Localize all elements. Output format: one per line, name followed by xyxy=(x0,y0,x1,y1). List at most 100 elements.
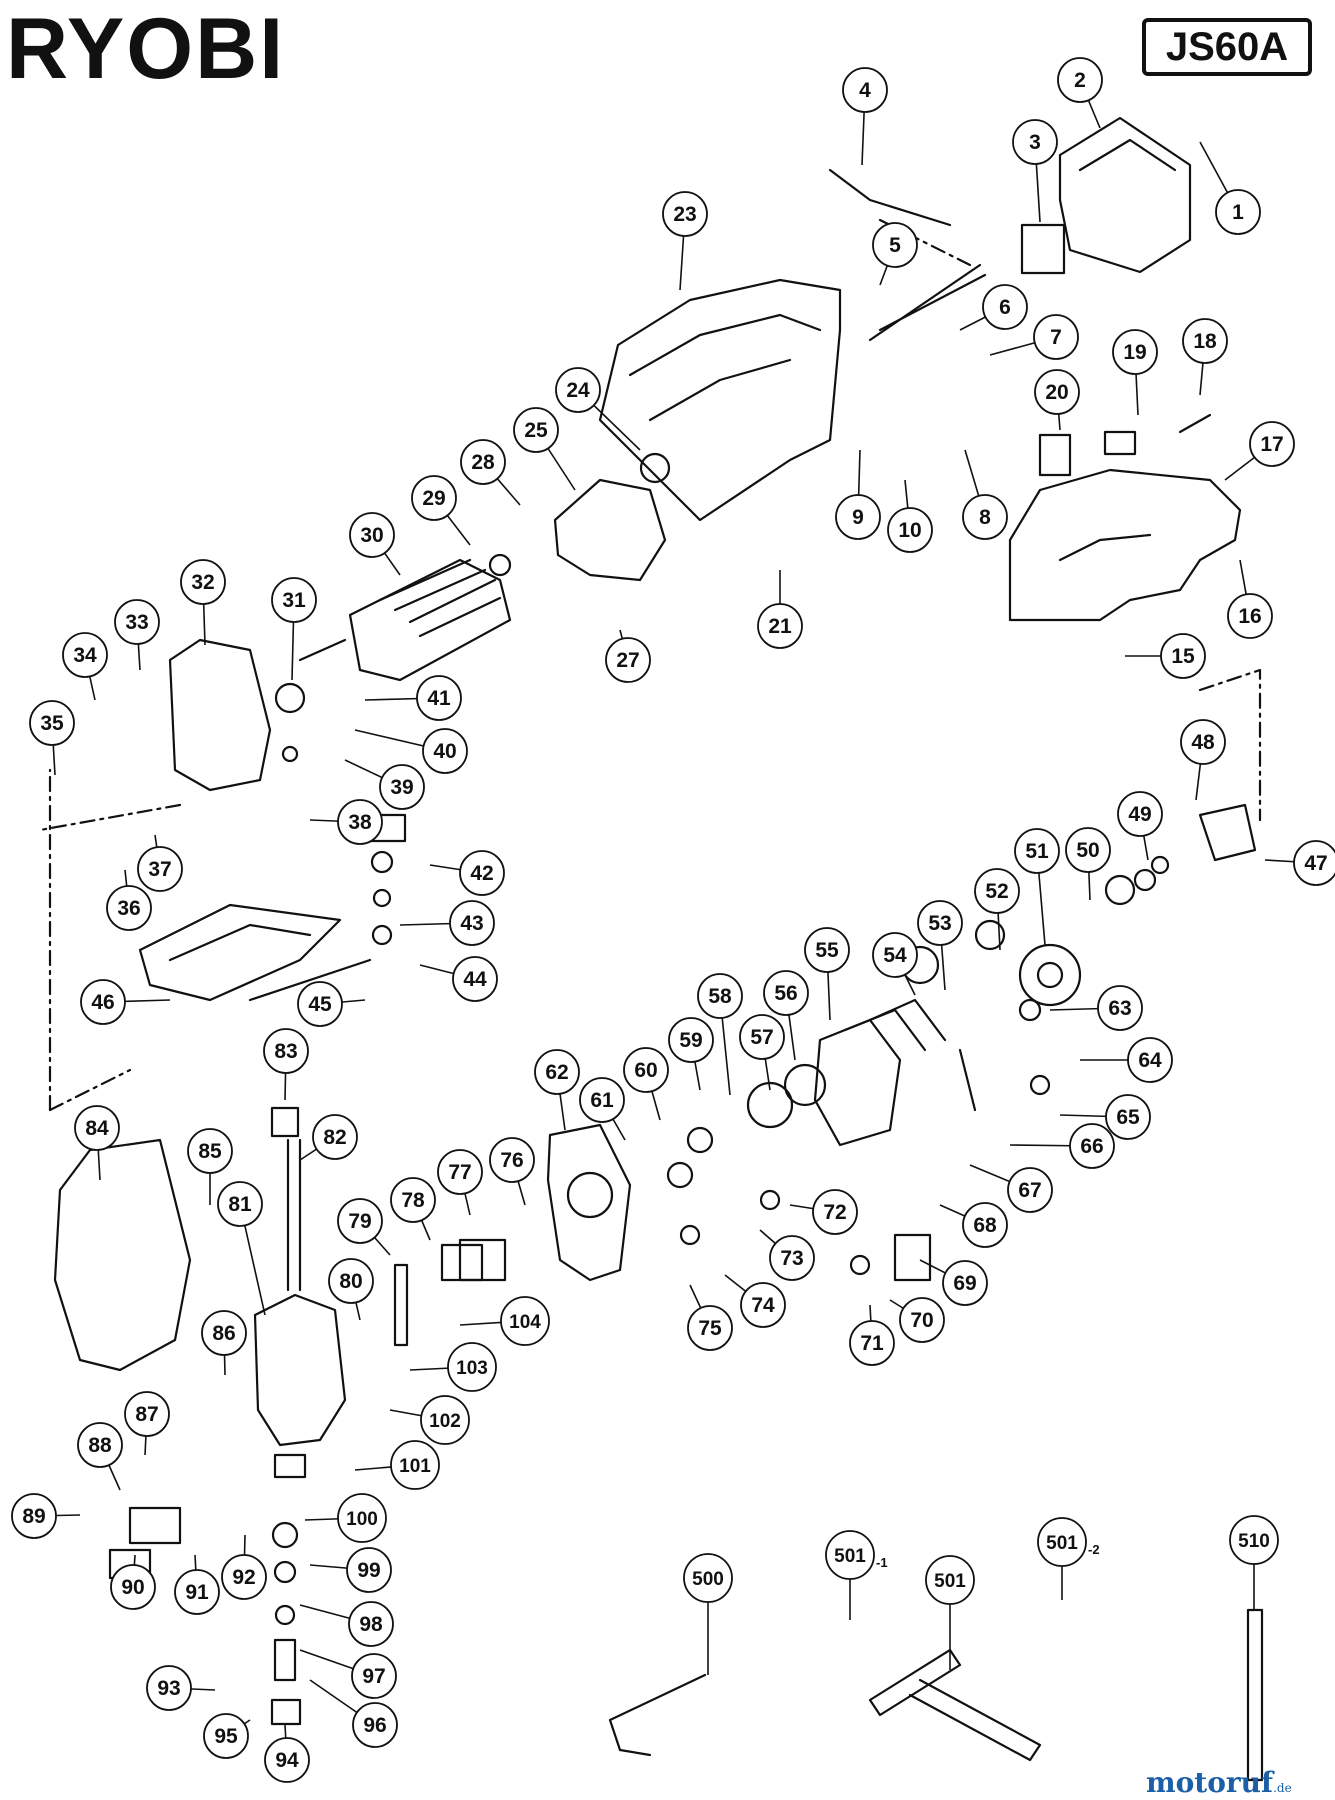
callout-circle xyxy=(739,1014,785,1060)
callout-number: 45 xyxy=(308,993,332,1016)
callout-number: 33 xyxy=(125,611,148,634)
callout-number: 16 xyxy=(1238,605,1261,628)
callout-number: 59 xyxy=(679,1029,702,1052)
callout-circle xyxy=(29,700,75,746)
callout-number: 35 xyxy=(40,712,64,735)
callout-circle xyxy=(449,900,495,946)
callout-circle xyxy=(349,512,395,558)
callout-circle xyxy=(812,1189,858,1235)
callout-circle xyxy=(1249,421,1295,467)
callout-54: 54 xyxy=(872,932,918,996)
flange-part xyxy=(1198,803,1257,862)
callout-number: 69 xyxy=(953,1272,976,1295)
callout-circle xyxy=(452,956,498,1002)
callout-75: 75 xyxy=(687,1284,733,1351)
hex-key-part xyxy=(608,1673,707,1757)
callout-45: 45 xyxy=(297,981,366,1027)
callout-63: 63 xyxy=(1049,985,1143,1031)
callout-501_1: 501-1 xyxy=(825,1530,888,1620)
label-plate-part xyxy=(1020,223,1066,275)
callout-74: 74 xyxy=(724,1274,786,1328)
callout-circle xyxy=(534,1049,580,1095)
callout-number: 17 xyxy=(1260,433,1283,456)
site-watermark: motoruf.de xyxy=(1146,1766,1292,1799)
callout-87: 87 xyxy=(124,1391,170,1456)
callout-number: 36 xyxy=(117,897,140,920)
callout-circle xyxy=(110,1564,156,1610)
callout-number: 89 xyxy=(22,1505,45,1528)
callout-circle xyxy=(263,1028,309,1074)
callout-number: 91 xyxy=(185,1581,209,1604)
callout-94: 94 xyxy=(264,1724,310,1783)
callout-61: 61 xyxy=(579,1077,626,1141)
callout-circle xyxy=(437,1149,483,1195)
callout-number: 103 xyxy=(456,1358,488,1379)
callout-85: 85 xyxy=(187,1128,233,1205)
callout-number: 104 xyxy=(509,1312,541,1333)
callout-81: 81 xyxy=(217,1181,266,1316)
callout-number: 39 xyxy=(390,776,413,799)
callout-circle xyxy=(697,973,743,1019)
callout-53: 53 xyxy=(917,900,963,991)
callout-18: 18 xyxy=(1182,318,1228,396)
callout-8: 8 xyxy=(962,449,1008,540)
callout-27: 27 xyxy=(605,629,651,683)
callout-number: 7 xyxy=(1050,326,1062,349)
callout-34: 34 xyxy=(62,632,108,701)
callout-circle xyxy=(203,1713,249,1759)
callout-number: 101 xyxy=(399,1456,431,1477)
callout-2: 2 xyxy=(1057,57,1103,129)
callout-number: 85 xyxy=(198,1140,222,1163)
callout-number: 27 xyxy=(616,649,639,672)
callout-circle xyxy=(346,1547,392,1593)
switch-cover-part xyxy=(1058,116,1192,274)
callout-62: 62 xyxy=(534,1049,580,1131)
callout-73: 73 xyxy=(759,1229,815,1281)
callout-number: 102 xyxy=(429,1411,461,1432)
callout-number: 71 xyxy=(860,1332,884,1355)
callout-subscript: -2 xyxy=(1088,1542,1100,1557)
callout-circle xyxy=(1014,828,1060,874)
callout-circle xyxy=(80,979,126,1025)
callout-number: 31 xyxy=(282,589,306,612)
callout-number: 62 xyxy=(545,1061,568,1084)
gear-part xyxy=(1018,943,1082,1007)
callout-circle xyxy=(763,970,809,1016)
watermark-suffix: .de xyxy=(1273,1781,1292,1795)
callout-15: 15 xyxy=(1125,633,1206,679)
callout-39: 39 xyxy=(344,759,425,810)
callout-circle xyxy=(872,932,918,978)
callout-circle xyxy=(62,632,108,678)
callout-number: 98 xyxy=(359,1613,383,1636)
callout-30: 30 xyxy=(349,512,401,576)
callout-80: 80 xyxy=(328,1258,374,1321)
callout-number: 48 xyxy=(1191,731,1215,754)
callout-24: 24 xyxy=(555,367,641,451)
callout-57: 57 xyxy=(739,1014,785,1091)
callout-number: 40 xyxy=(433,740,456,763)
callout-number: 67 xyxy=(1018,1179,1041,1202)
callout-1: 1 xyxy=(1199,141,1261,235)
callout-circle xyxy=(1215,189,1261,235)
callout-48: 48 xyxy=(1180,719,1226,801)
callout-86: 86 xyxy=(201,1310,247,1376)
callout-circle xyxy=(1227,593,1273,639)
callout-82: 82 xyxy=(299,1114,358,1161)
callout-number: 38 xyxy=(348,811,372,834)
callout-circle xyxy=(180,559,226,605)
callout-circle xyxy=(1160,633,1206,679)
callout-circle xyxy=(1117,791,1163,837)
base-plate-part xyxy=(138,903,342,1002)
callout-47: 47 xyxy=(1264,840,1335,886)
callout-501: 501 xyxy=(925,1555,975,1670)
callout-circle xyxy=(348,1601,394,1647)
rip-fence-part xyxy=(868,1648,962,1717)
callout-circle xyxy=(390,1177,436,1223)
callout-44: 44 xyxy=(419,956,498,1002)
callout-25: 25 xyxy=(513,407,576,491)
callout-number: 44 xyxy=(463,968,487,991)
callout-circle xyxy=(687,1305,733,1351)
callout-99: 99 xyxy=(309,1547,392,1593)
callout-number: 87 xyxy=(135,1403,158,1426)
